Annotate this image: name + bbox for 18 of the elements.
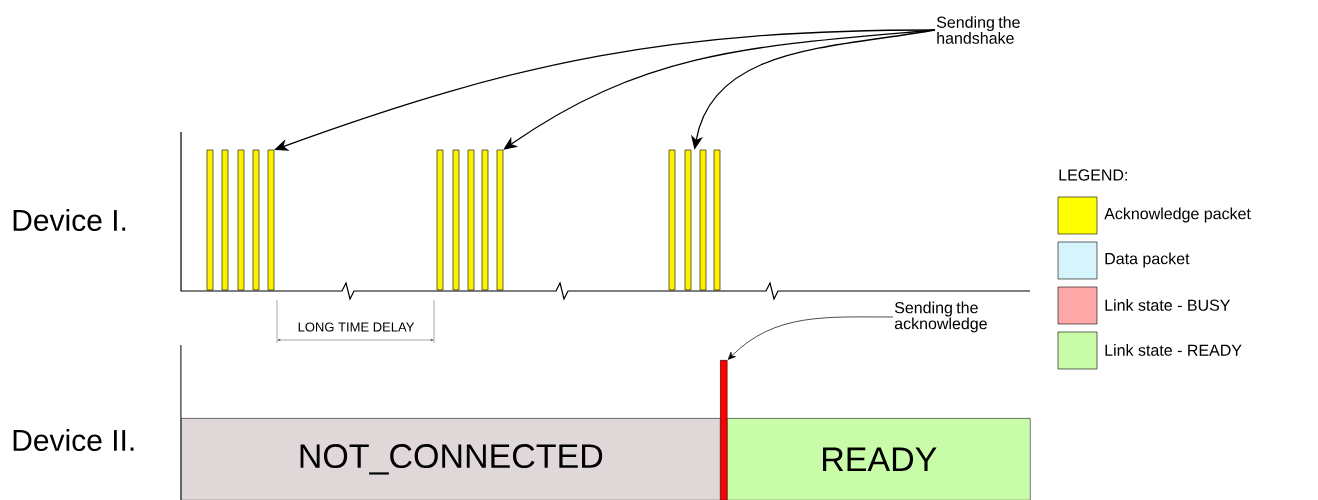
- legend-label: Link state - READY: [1105, 344, 1242, 356]
- legend-label: Data packet: [1105, 252, 1190, 268]
- legend-label: Acknowledge packet: [1104, 207, 1251, 223]
- busy-bar: [720, 360, 728, 500]
- curved-arrow: [503, 29, 936, 150]
- state-box: READY: [727, 418, 1031, 500]
- state-box: NOT_CONNECTED: [181, 418, 721, 500]
- packet-burst: [436, 149, 504, 291]
- callout-text: Sending the acknowledge: [894, 301, 987, 333]
- curved-arrow: [727, 316, 894, 360]
- row-label: Device I.: [13, 209, 126, 231]
- row-label: Device II.: [13, 429, 134, 451]
- packet-burst: [668, 149, 721, 291]
- legend-label: Link state - BUSY: [1105, 299, 1231, 311]
- legend-title: LEGEND:: [1059, 169, 1127, 181]
- dimension-label: LONG TIME DELAY: [298, 322, 415, 332]
- packet-burst: [206, 149, 275, 291]
- callout-text: Sending the handshake: [936, 16, 1020, 44]
